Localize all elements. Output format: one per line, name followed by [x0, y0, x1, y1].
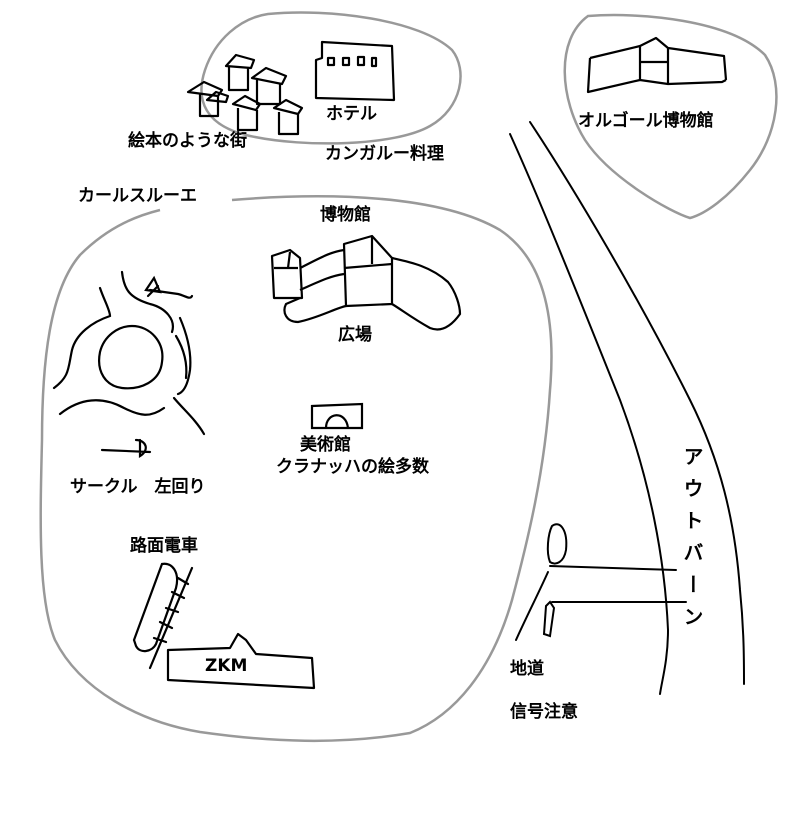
- art-museum-icon: [310, 402, 364, 430]
- tram-icon: [132, 562, 194, 670]
- label-autobahn: アウトバーン: [680, 446, 704, 638]
- label-underpass: 地道: [510, 659, 544, 679]
- label-circle: サークル 左回り: [70, 477, 206, 497]
- label-signal-caution: 信号注意: [510, 702, 578, 722]
- label-tram: 路面電車: [130, 536, 198, 556]
- music-box-museum-icon: [586, 36, 728, 94]
- label-museum: 博物館: [320, 205, 371, 225]
- label-music-box-museum: オルゴール博物館: [578, 111, 714, 131]
- north-town-outline: [200, 11, 462, 145]
- museum-plaza-icon: [270, 234, 462, 331]
- zkm-icon: [166, 632, 316, 690]
- label-cranach: クラナッハの絵多数: [276, 457, 429, 477]
- label-karlsruhe: カールスルーエ: [78, 186, 197, 206]
- label-hotel: ホテル: [326, 104, 377, 124]
- music-box-area-outline: [563, 13, 778, 220]
- underpass-road: [515, 523, 687, 641]
- roundabout-icon: [52, 270, 206, 458]
- houses-icon: [186, 53, 304, 136]
- label-plaza: 広場: [338, 325, 372, 345]
- hotel-icon: [314, 40, 396, 102]
- label-art-museum: 美術館: [300, 435, 351, 455]
- karlsruhe-outline: [39, 195, 553, 743]
- label-kangaroo: カンガルー料理: [325, 144, 444, 164]
- label-picturebook-town: 絵本のような街: [128, 131, 247, 151]
- label-zkm: ZKM: [205, 656, 248, 676]
- autobahn-road: [509, 121, 745, 695]
